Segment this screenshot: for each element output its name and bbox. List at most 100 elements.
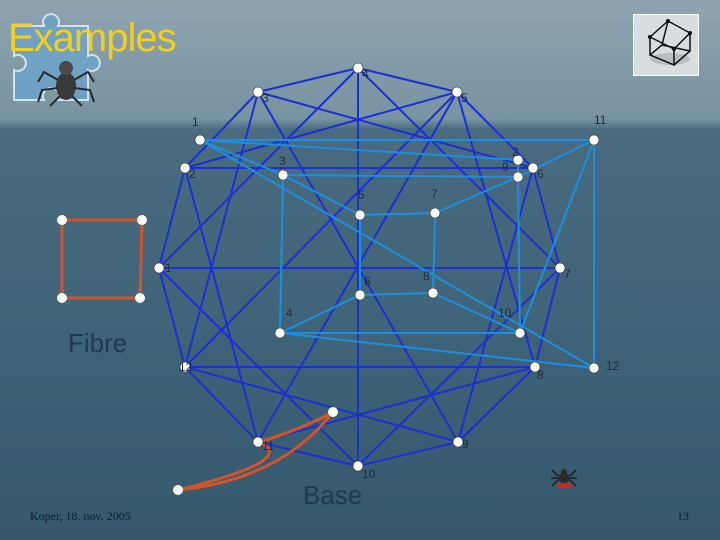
- graph-node-i4: [274, 327, 286, 339]
- graph-node-i3: [277, 169, 289, 181]
- inner-edge: [517, 176, 521, 334]
- base-edge: [177, 411, 335, 492]
- inner-edge: [519, 139, 595, 334]
- inner-edge: [199, 139, 595, 369]
- base-node: [328, 407, 338, 417]
- outer-edge: [532, 167, 561, 269]
- graph-node-label-o10: 10: [362, 467, 376, 481]
- outer-edge: [534, 267, 561, 368]
- graph-node-label-i8: 8: [423, 269, 430, 283]
- outer-edge: [457, 167, 534, 443]
- outer-edge: [158, 167, 186, 269]
- outer-edge: [184, 167, 259, 443]
- outer-edge: [357, 441, 459, 467]
- outer-edge: [184, 366, 259, 443]
- inner-edge: [199, 139, 284, 176]
- graph-node-o7: [554, 262, 566, 274]
- graph-node-label-i2: 2: [512, 145, 519, 159]
- fibre-node: [57, 293, 67, 303]
- graph-node-i8: [427, 287, 439, 299]
- inner-edge: [279, 332, 595, 369]
- base-caption: Base: [303, 480, 363, 510]
- graph-node-label-i11: 11: [594, 113, 607, 127]
- graph-node-i9: [512, 171, 524, 183]
- graph-node-label-o6: 6: [537, 167, 544, 181]
- graph-node-label-o1: 1: [165, 261, 172, 275]
- graph-node-label-o3: 3: [262, 91, 269, 105]
- graph-node-label-o11: 11: [262, 439, 275, 453]
- graph-node-label-i4: 4: [286, 306, 293, 320]
- graph-node-i6: [354, 289, 366, 301]
- inner-edge: [279, 174, 284, 334]
- graph-node-o5: [451, 86, 463, 98]
- fibre-caption: Fibre: [68, 328, 128, 358]
- graph-node-label-o4: 4: [362, 67, 369, 81]
- inner-edge: [199, 139, 519, 161]
- graph-node-label-o7: 7: [564, 267, 571, 281]
- outer-edge: [257, 91, 534, 169]
- graph-node-label-o9: 9: [462, 437, 469, 451]
- graph-node-o11: [252, 436, 264, 448]
- inner-edge: [434, 176, 519, 214]
- outer-edge: [257, 366, 536, 443]
- graph-node-label-i7: 7: [431, 187, 438, 201]
- outer-edge: [184, 91, 259, 368]
- inner-edge: [282, 174, 519, 178]
- graph-node-label-o12: 12: [179, 360, 193, 374]
- outer-edge: [257, 441, 359, 467]
- graph-node-label-o8: 8: [537, 368, 544, 382]
- graph-node-label-i9: 9: [502, 160, 509, 174]
- cube-thumbnail-icon[interactable]: [633, 14, 699, 76]
- graph-node-i11: [588, 134, 600, 146]
- graph-node-i12: [588, 362, 600, 374]
- inner-edge: [282, 174, 361, 216]
- graph-node-o12: [179, 361, 191, 373]
- graph-node-label-i1: 1: [192, 115, 199, 129]
- outer-edge: [457, 366, 536, 443]
- fibre-node: [135, 293, 145, 303]
- outer-edge: [456, 91, 536, 368]
- graph-node-label-i12: 12: [606, 359, 620, 373]
- graph-node-i1: [194, 134, 206, 146]
- outer-edge: [257, 91, 458, 443]
- graph-node-label-o5: 5: [461, 91, 468, 105]
- graph-node-label-i10: 10: [498, 306, 512, 320]
- graph-node-label-i6: 6: [364, 274, 371, 288]
- fibre-node: [137, 215, 147, 225]
- graph-node-o10: [352, 460, 364, 472]
- graph-node-label-i3: 3: [279, 154, 286, 168]
- graph-node-o2: [179, 162, 191, 174]
- graph-node-o6: [527, 162, 539, 174]
- graph-node-i2: [512, 154, 524, 166]
- graph-node-o1: [153, 262, 165, 274]
- graph-node-i7: [429, 207, 441, 219]
- outer-edge: [158, 267, 186, 368]
- base-edge: [177, 440, 271, 492]
- slide-title: Examples: [8, 16, 177, 60]
- outer-edge: [184, 91, 259, 169]
- inner-edge: [432, 292, 521, 334]
- outer-edge: [357, 67, 458, 93]
- small-spider-icon: [551, 469, 577, 488]
- graph-node-o9: [452, 436, 464, 448]
- base-node: [173, 485, 183, 495]
- outer-edge: [184, 91, 458, 169]
- footer-date: Koper, 18. nov. 2005: [30, 509, 131, 523]
- inner-edge: [432, 212, 436, 294]
- graph-node-o4: [352, 62, 364, 74]
- page-number: 13: [677, 509, 689, 523]
- outer-edge: [184, 366, 459, 443]
- graph-node-o8: [529, 361, 541, 373]
- inner-edge: [359, 292, 434, 296]
- graph-node-label-o2: 2: [189, 167, 196, 181]
- base-edge: [258, 410, 334, 444]
- inner-edge: [359, 212, 436, 216]
- fibre-node: [57, 215, 67, 225]
- graph-node-label-i5: 5: [358, 188, 365, 202]
- graph-node-i5: [354, 209, 366, 221]
- graph-node-o3: [252, 86, 264, 98]
- puzzle-spider-icon: [13, 13, 101, 107]
- inner-edge: [279, 294, 361, 334]
